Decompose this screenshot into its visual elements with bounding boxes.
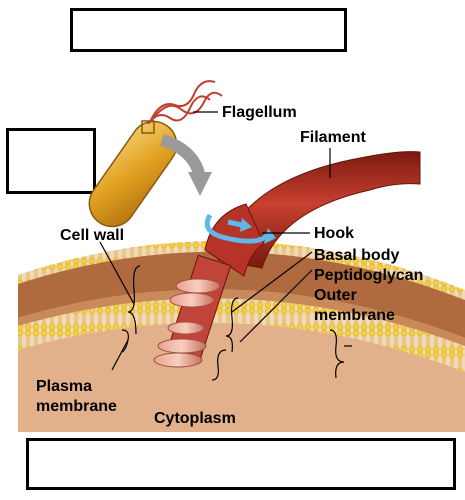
title-answer-box[interactable] — [70, 8, 347, 52]
label-basal-body: Basal body — [314, 247, 399, 264]
label-hook: Hook — [314, 225, 354, 242]
label-filament: Filament — [300, 129, 366, 146]
cytoplasm-region — [18, 322, 465, 432]
leader-lines — [99, 111, 352, 381]
bacterium-cell — [88, 120, 178, 228]
zoom-arrow — [160, 134, 212, 196]
cell-flagella — [147, 80, 223, 125]
basal-body — [153, 278, 221, 368]
label-plasma-membrane-line1: Plasma — [36, 378, 92, 395]
rotation-arrow-icon — [204, 213, 276, 244]
plasma-membrane — [18, 298, 465, 372]
peptidoglycan-layer — [18, 251, 465, 338]
label-cytoplasm: Cytoplasm — [154, 410, 236, 427]
label-outer-membrane-line2: membrane — [314, 307, 395, 324]
label-flagellum: Flagellum — [222, 104, 297, 121]
label-plasma-membrane-line2: membrane — [36, 398, 117, 415]
label-outer-membrane-line1: Outer — [314, 287, 357, 304]
side-answer-box[interactable] — [6, 128, 96, 194]
bottom-answer-box[interactable] — [26, 438, 456, 490]
label-cell-wall: Cell wall — [60, 227, 124, 244]
label-peptidoglycan: Peptidoglycan — [314, 267, 423, 284]
